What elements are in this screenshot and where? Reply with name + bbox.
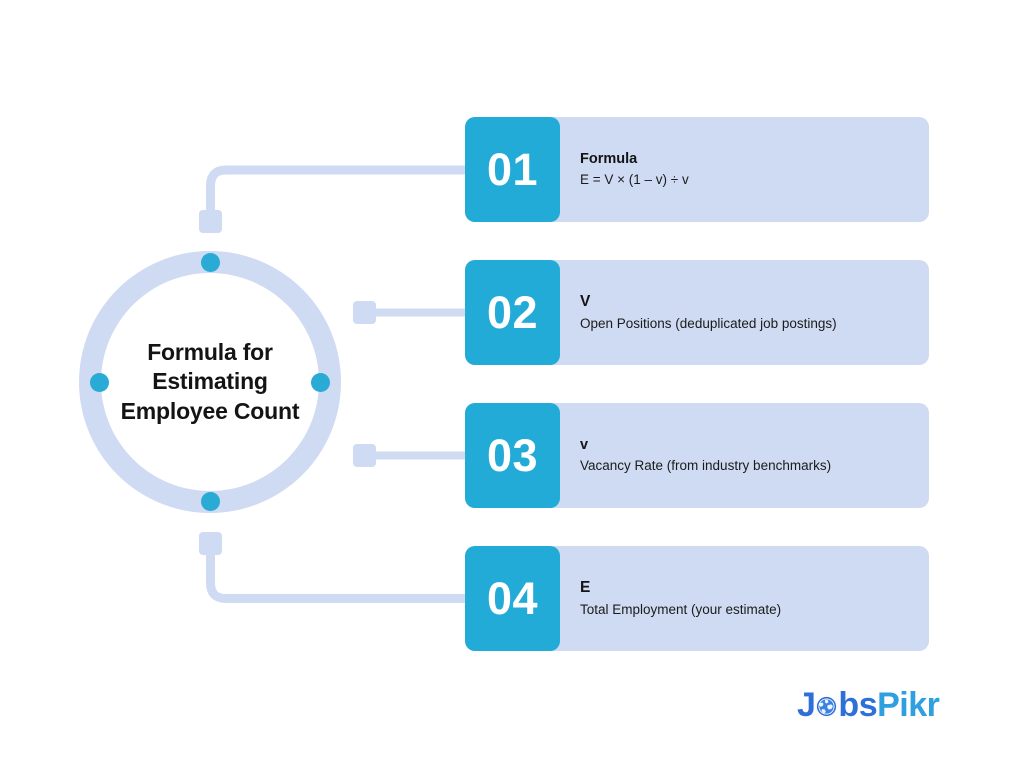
step-text-04: E Total Employment (your estimate) (580, 546, 915, 651)
logo-text-bs: bs (838, 686, 878, 724)
step-row-03: 03 v Vacancy Rate (from industry benchma… (465, 403, 929, 508)
step-title-03: v (580, 437, 589, 454)
step-title-04: E (580, 579, 591, 597)
hub-dot-bottom (200, 492, 220, 511)
step-desc-04: Total Employment (your estimate) (580, 601, 782, 617)
connector-node-04 (199, 532, 222, 555)
step-number-badge-04: 04 (465, 546, 560, 651)
step-text-03: v Vacancy Rate (from industry benchmarks… (580, 403, 915, 508)
hub-dot-top (200, 253, 220, 272)
connector-node-01 (199, 210, 222, 233)
step-text-02: V Open Positions (deduplicated job posti… (580, 260, 915, 365)
hub-dot-right (311, 372, 330, 392)
logo-text-pikr: Pikr (877, 686, 940, 724)
globe-icon (816, 687, 837, 717)
hub-dot-left (90, 372, 109, 392)
step-number-badge-02: 02 (465, 260, 560, 365)
step-text-01: Formula E = V × (1 – v) ÷ v (580, 117, 915, 222)
connector-node-03 (353, 444, 376, 467)
step-number-badge-01: 01 (465, 117, 560, 222)
step-row-01: 01 Formula E = V × (1 – v) ÷ v (465, 117, 929, 222)
hub-ring-inner (101, 273, 319, 491)
step-number-04: 04 (486, 573, 539, 624)
center-hub: Formula for Estimating Employee Count (79, 251, 341, 513)
step-desc-02: Open Positions (deduplicated job posting… (580, 315, 837, 331)
connector-path-01 (206, 165, 465, 221)
step-number-02: 02 (486, 287, 539, 338)
step-number-03: 03 (486, 430, 539, 481)
step-row-04: 04 E Total Employment (your estimate) (465, 546, 929, 651)
step-desc-01: E = V × (1 – v) ÷ v (580, 172, 689, 188)
logo-text-j: J (797, 686, 816, 724)
hub-title: Formula for Estimating Employee Count (120, 338, 300, 424)
step-title-01: Formula (580, 151, 638, 168)
step-desc-03: Vacancy Rate (from industry benchmarks) (580, 458, 832, 474)
step-row-02: 02 V Open Positions (deduplicated job po… (465, 260, 929, 365)
connector-node-02 (353, 301, 376, 324)
step-number-badge-03: 03 (465, 403, 560, 508)
step-number-01: 01 (486, 144, 539, 195)
step-title-02: V (580, 293, 591, 311)
jobspikr-logo: J bs Pikr (797, 686, 940, 725)
connector-path-04 (206, 543, 465, 603)
